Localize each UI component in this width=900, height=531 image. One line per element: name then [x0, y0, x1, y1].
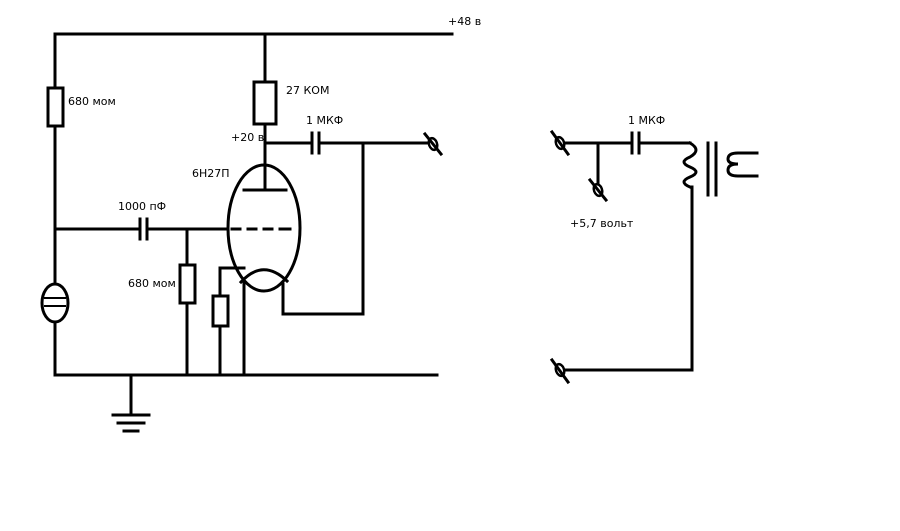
resistor-680-top-label: 680 мом: [68, 95, 116, 108]
resistor-cathode: [211, 294, 230, 328]
bias-terminal[interactable]: [587, 177, 609, 203]
input-terminal-bottom[interactable]: [549, 357, 571, 385]
bias-voltage-label: +5,7 вольт: [570, 217, 634, 230]
cap-right-label: 1 МКФ: [628, 114, 665, 127]
right-output-circuit: [549, 129, 759, 385]
vacuum-tube-6n27p: [226, 163, 302, 293]
transformer-core: [706, 141, 718, 197]
tube-type-label: 6Н27П: [192, 167, 230, 180]
output-terminal[interactable]: [422, 131, 444, 157]
left-amplifier-circuit: [40, 32, 454, 433]
resistor-680-top: [46, 86, 65, 128]
transformer-secondary-coil: [726, 151, 759, 178]
supply-voltage-label: +48 в: [448, 15, 481, 28]
anode-voltage-label: +20 в: [231, 131, 264, 144]
resistor-27k: [252, 80, 278, 126]
resistor-27k-label: 27 КОМ: [286, 84, 329, 97]
transformer-primary-coil: [682, 140, 698, 189]
gas-discharge-element: [40, 282, 70, 324]
cap-output-label: 1 МКФ: [306, 114, 343, 127]
ground-symbol: [111, 373, 151, 433]
resistor-680-grid-label: 680 мом: [128, 277, 176, 290]
resistor-680-grid: [178, 263, 197, 305]
cathode-resistor-wire: [218, 266, 246, 377]
cap-input-label: 1000 пФ: [118, 200, 166, 213]
